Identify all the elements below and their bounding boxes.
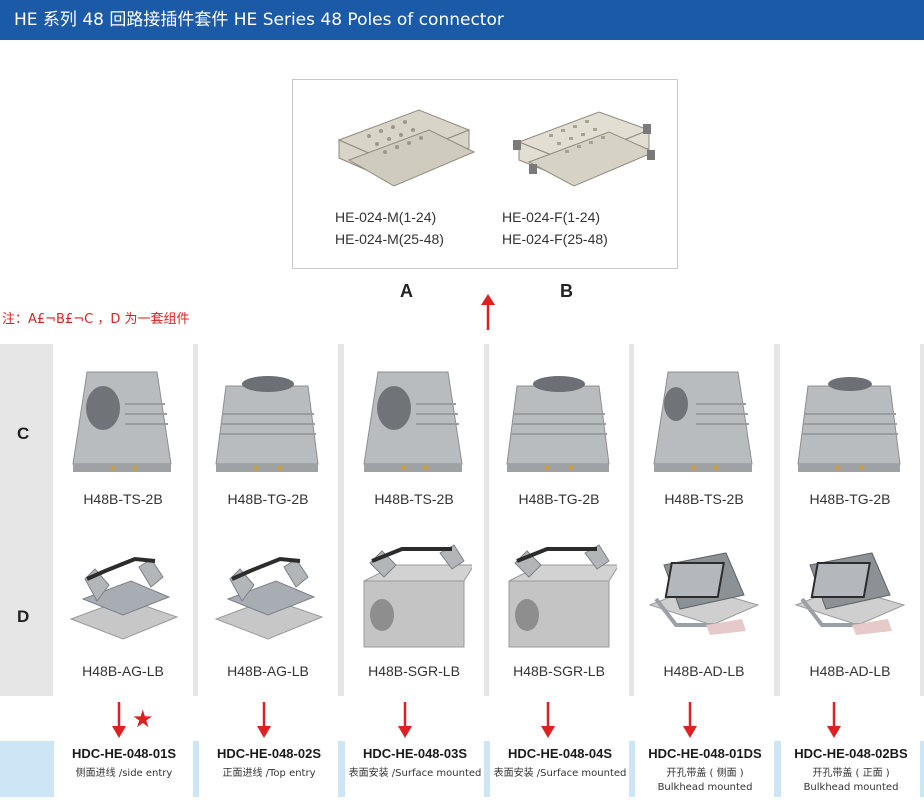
- row-label-d: D: [17, 607, 30, 626]
- hood-top-entry-image: [506, 376, 610, 472]
- hood-model-label: H48B-TG-2B: [809, 491, 891, 507]
- hood-model-label: H48B-TS-2B: [374, 491, 454, 507]
- red-arrow-down-icon: [683, 702, 697, 738]
- kit-code-cell-4: HDC-HE-048-04S 表面安装 /Surface mounted: [489, 741, 629, 797]
- male-insert-image: [337, 109, 476, 187]
- red-arrow-down-icon: [257, 702, 271, 738]
- kit-description-en: Bulkhead mounted: [657, 782, 753, 793]
- red-arrow-down-icon: [398, 702, 412, 738]
- kit-code: HDC-HE-048-02BS: [794, 746, 908, 761]
- kit-code-cell-3: HDC-HE-048-03S 表面安装 /Surface mounted: [344, 741, 484, 797]
- page-title: HE 系列 48 回路接插件套件 HE Series 48 Poles of c…: [14, 10, 504, 30]
- kit-code-cell-2: HDC-HE-048-02S 正面进线 /Top entry: [198, 741, 338, 797]
- housing-angled-image: [214, 556, 324, 640]
- product-column-3: H48B-TS-2B H48B-SGR-LB: [344, 344, 484, 696]
- kit-description: 表面安装 /Surface mounted: [348, 768, 482, 779]
- kit-code: HDC-HE-048-01S: [71, 746, 177, 761]
- insert-a-label-2: HE-024-M(25-48): [335, 231, 444, 247]
- kit-code: HDC-HE-048-03S: [362, 746, 468, 761]
- kit-description: 表面安装 /Surface mounted: [493, 768, 627, 779]
- product-column-2: H48B-TG-2B H48B-AG-LB: [198, 344, 338, 696]
- kit-description: 开孔带盖 ( 正面 ): [812, 768, 890, 779]
- insert-b-label-2: HE-024-F(25-48): [502, 231, 608, 247]
- red-arrow-down-icon: [541, 702, 555, 738]
- housing-model-label: H48B-SGR-LB: [513, 663, 605, 679]
- kit-code: HDC-HE-048-04S: [507, 746, 613, 761]
- hood-model-label: H48B-TG-2B: [227, 491, 309, 507]
- red-arrow-down-icon: [827, 702, 841, 738]
- housing-bulkhead-image: [648, 552, 760, 635]
- hood-model-label: H48B-TG-2B: [518, 491, 600, 507]
- female-insert-image: [513, 111, 656, 187]
- product-column-1: H48B-TS-2B H48B-AG-LB: [53, 344, 193, 696]
- hood-top-entry-image: [215, 376, 319, 472]
- insert-b-label-1: HE-024-F(1-24): [502, 209, 601, 225]
- kit-description: 开孔带盖 ( 侧面 ): [666, 768, 744, 779]
- label-a: A: [400, 281, 413, 301]
- hood-side-entry-image: [653, 371, 753, 472]
- housing-model-label: H48B-SGR-LB: [368, 663, 460, 679]
- product-column-5: H48B-TS-2B H48B-AD-LB: [634, 344, 774, 696]
- hood-top-entry-image: [797, 377, 901, 472]
- housing-model-label: H48B-AD-LB: [809, 663, 891, 679]
- header-bar: HE 系列 48 回路接插件套件 HE Series 48 Poles of c…: [0, 0, 924, 40]
- insert-panel: HE-024-M(1-24) HE-024-M(25-48) HE-024-F(…: [292, 79, 678, 269]
- red-star-icon: ★: [132, 705, 154, 733]
- hood-side-entry-image: [363, 371, 463, 472]
- housing-model-label: H48B-AD-LB: [663, 663, 745, 679]
- kit-code-cell-6: HDC-HE-048-02BS 开孔带盖 ( 正面 ) Bulkhead mou…: [780, 741, 920, 797]
- insert-a-label-1: HE-024-M(1-24): [335, 209, 437, 225]
- kit-code-cell-5: HDC-HE-048-01DS 开孔带盖 ( 侧面 ) Bulkhead mou…: [634, 741, 774, 797]
- hood-model-label: H48B-TS-2B: [83, 491, 163, 507]
- assembly-note: 注：A£¬B£¬C ，D 为一套组件: [2, 312, 190, 327]
- housing-surface-image: [363, 544, 472, 648]
- kit-description: 正面进线 /Top entry: [222, 768, 316, 779]
- label-b: B: [560, 281, 573, 301]
- kit-code-cell-1: HDC-HE-048-01S 侧面进线 /side entry: [53, 741, 193, 797]
- housing-model-label: H48B-AG-LB: [227, 663, 309, 679]
- product-column-6: H48B-TG-2B H48B-AD-LB: [780, 344, 920, 696]
- kit-code: HDC-HE-048-02S: [216, 746, 322, 761]
- housing-surface-image: [508, 544, 617, 648]
- housing-model-label: H48B-AG-LB: [82, 663, 164, 679]
- hood-side-entry-image: [72, 371, 172, 472]
- red-arrow-down-icon: [112, 702, 126, 738]
- kit-description-en: Bulkhead mounted: [803, 782, 899, 793]
- housing-bulkhead-image: [794, 552, 906, 635]
- red-arrow-up-icon: [481, 294, 495, 330]
- kit-description: 侧面进线 /side entry: [75, 768, 173, 779]
- hood-model-label: H48B-TS-2B: [664, 491, 744, 507]
- housing-angled-image: [69, 556, 179, 640]
- kit-code: HDC-HE-048-01DS: [648, 746, 762, 761]
- product-column-4: H48B-TG-2B H48B-SGR-LB: [489, 344, 629, 696]
- row-label-c: C: [17, 424, 30, 443]
